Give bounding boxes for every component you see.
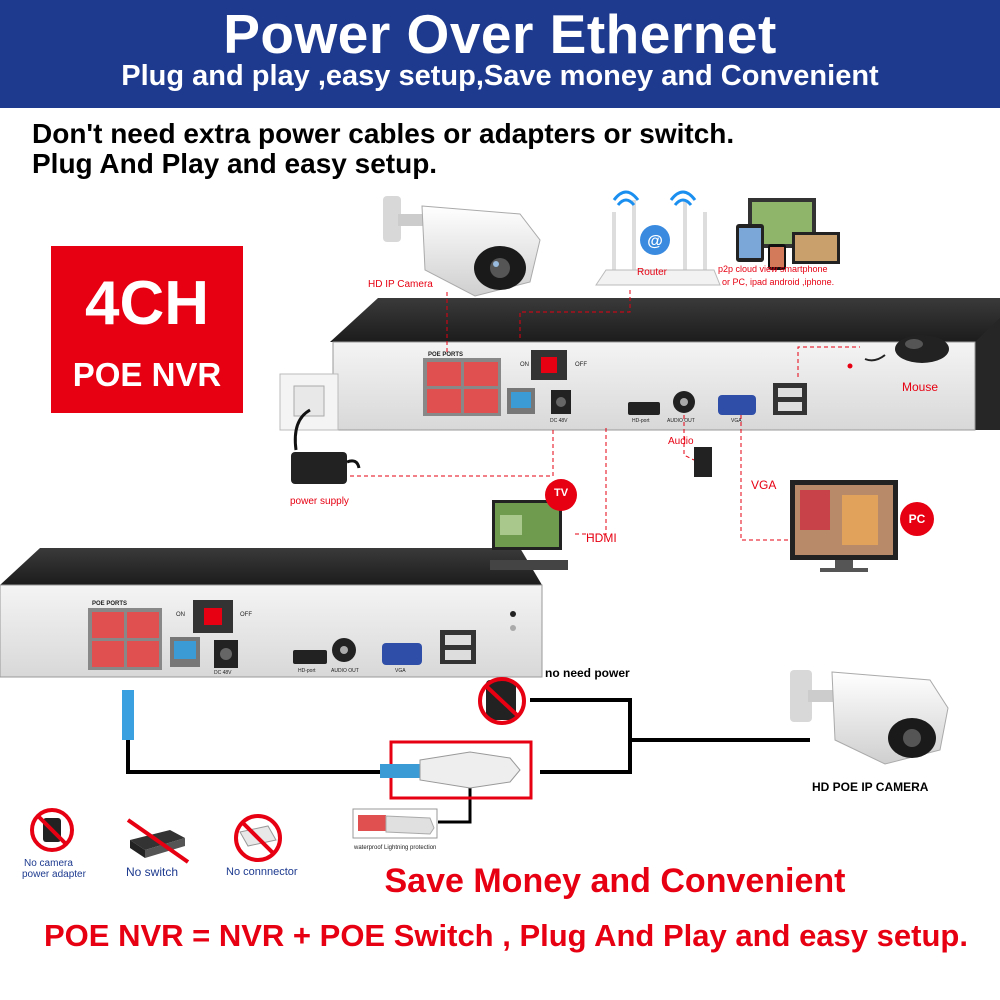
save-money-headline: Save Money and Convenient [384, 862, 846, 900]
intro-line-2: Plug And Play and easy setup. [32, 148, 438, 179]
upper-audio-out-label: AUDIO OUT [667, 418, 695, 424]
banner-title: Power Over Ethernet [223, 3, 777, 65]
hd-poe-camera [790, 670, 949, 765]
no-adapter-icon [30, 808, 74, 852]
label-p2p-line1: p2p cloud view smartphone [718, 264, 828, 274]
label-power-supply: power supply [290, 496, 349, 507]
label-vga: VGA [751, 478, 777, 492]
tv [490, 479, 577, 570]
label-mouse: Mouse [902, 380, 939, 394]
upper-on-label: ON [520, 362, 529, 368]
label-no-adapter-line2: power adapter [22, 869, 86, 880]
upper-nvr [330, 298, 1000, 431]
router: @ [595, 190, 721, 286]
banner [0, 0, 1000, 108]
lower-audio-out-label: AUDIO OUT [331, 668, 359, 674]
lower-hd-port-label: HD-port [298, 668, 316, 674]
label-hdmi: HDMI [586, 531, 617, 545]
pc-badge: PC [908, 512, 926, 526]
label-no-need-power: no need power [545, 666, 630, 680]
label-p2p-line2: or PC, ipad android ,iphone. [722, 277, 835, 287]
lower-off-label: OFF [240, 612, 252, 618]
label-no-connector: No connnector [226, 866, 298, 878]
label-hd-poe-ip-camera: HD POE IP CAMERA [812, 780, 929, 794]
upper-poe-ports-label: POE PORTS [428, 352, 464, 358]
label-no-switch: No switch [126, 865, 179, 879]
no-connector-icon [234, 814, 282, 862]
label-no-adapter-line1: No camera [24, 858, 73, 869]
no-power-adapter-graphic [478, 677, 526, 725]
lower-cabling [122, 690, 810, 839]
product-badge [51, 246, 243, 413]
upper-hd-port-label: HD-port [632, 418, 650, 424]
lower-nvr [0, 548, 543, 678]
mouse [864, 335, 949, 363]
badge-channel-count: 4CH [84, 269, 210, 338]
lower-dc-label: DC 48V [214, 670, 232, 676]
upper-bullet-camera [383, 196, 541, 297]
wall-socket [279, 373, 339, 451]
label-hd-ip-camera: HD IP Camera [368, 279, 433, 290]
badge-product-type: POE NVR [72, 356, 222, 393]
tv-badge: TV [553, 487, 569, 499]
label-router: Router [637, 267, 668, 278]
upper-off-label: OFF [575, 362, 587, 368]
speaker [694, 447, 712, 477]
pc-monitor [790, 480, 934, 572]
label-audio: Audio [668, 436, 694, 447]
no-switch-icon [126, 818, 190, 864]
poe-equation: POE NVR = NVR + POE Switch , Plug And Pl… [44, 918, 968, 953]
power-supply [291, 452, 361, 484]
label-waterproof: waterproof Lightning protection [354, 845, 437, 851]
upper-connection-lines [350, 290, 860, 541]
svg-text:@: @ [647, 233, 663, 250]
lower-poe-ports-label: POE PORTS [92, 601, 128, 607]
banner-subtitle: Plug and play ,easy setup,Save money and… [121, 60, 879, 92]
lower-vga-label: VGA [395, 668, 406, 674]
lower-on-label: ON [176, 612, 185, 618]
intro-line-1: Don't need extra power cables or adapter… [32, 118, 735, 149]
upper-vga-label: VGA [731, 418, 742, 424]
upper-dc-label: DC 48V [550, 418, 568, 424]
smart-devices [736, 198, 840, 270]
